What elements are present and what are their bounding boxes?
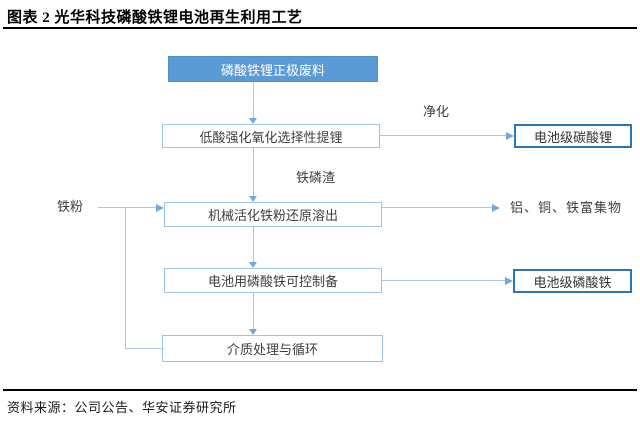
arrowhead-right-icon [506,132,514,140]
source-divider [3,389,637,391]
arrowhead-down-icon [249,262,257,268]
connector-step2-to-enrichment [382,207,492,208]
label-purification: 净化 [422,104,449,119]
connector-branch-to-step4 [125,348,164,349]
arrowhead-right-icon [505,277,513,285]
connector-step3-to-step4 [253,293,254,329]
connector-iron-powder-to-step2 [98,207,156,208]
node-lfp-cathode-waste: 磷酸铁锂正极废料 [168,56,378,82]
node-iron-phosphate-preparation: 电池用磷酸铁可控制备 [164,268,382,293]
label-al-cu-fe-enrichment: 铝、铜、铁富集物 [510,200,623,215]
node-battery-grade-lithium-carbonate: 电池级碳酸锂 [514,124,632,148]
title-divider [3,27,637,29]
arrowhead-down-icon [249,196,257,202]
source-note: 资料来源：公司公告、华安证券研究所 [7,400,237,415]
connector-step1-to-lithium-carbonate [380,135,506,136]
connector-iron-powder-branch-vertical [125,207,126,349]
connector-waste-to-step1 [253,82,254,118]
arrowhead-down-icon [249,118,257,124]
label-iron-powder: 铁粉 [57,199,84,214]
node-battery-grade-iron-phosphate: 电池级磷酸铁 [513,269,632,293]
arrowhead-right-icon [156,204,164,212]
arrowhead-down-icon [249,329,257,335]
connector-step1-to-step2 [253,148,254,196]
node-medium-treatment-recycle: 介质处理与循环 [162,335,383,362]
figure-title: 图表 2 光华科技磷酸铁锂电池再生利用工艺 [7,10,303,26]
node-selective-lithium-extraction: 低酸强化氧化选择性提锂 [162,124,380,148]
connector-step2-to-step3 [253,227,254,262]
node-mechanical-activation-reduction: 机械活化铁粉还原溶出 [164,202,382,227]
connector-step3-to-iron-phosphate [382,280,506,281]
arrowhead-right-icon [492,204,500,212]
label-iron-phosphorus-slag: 铁磷渣 [296,170,336,185]
